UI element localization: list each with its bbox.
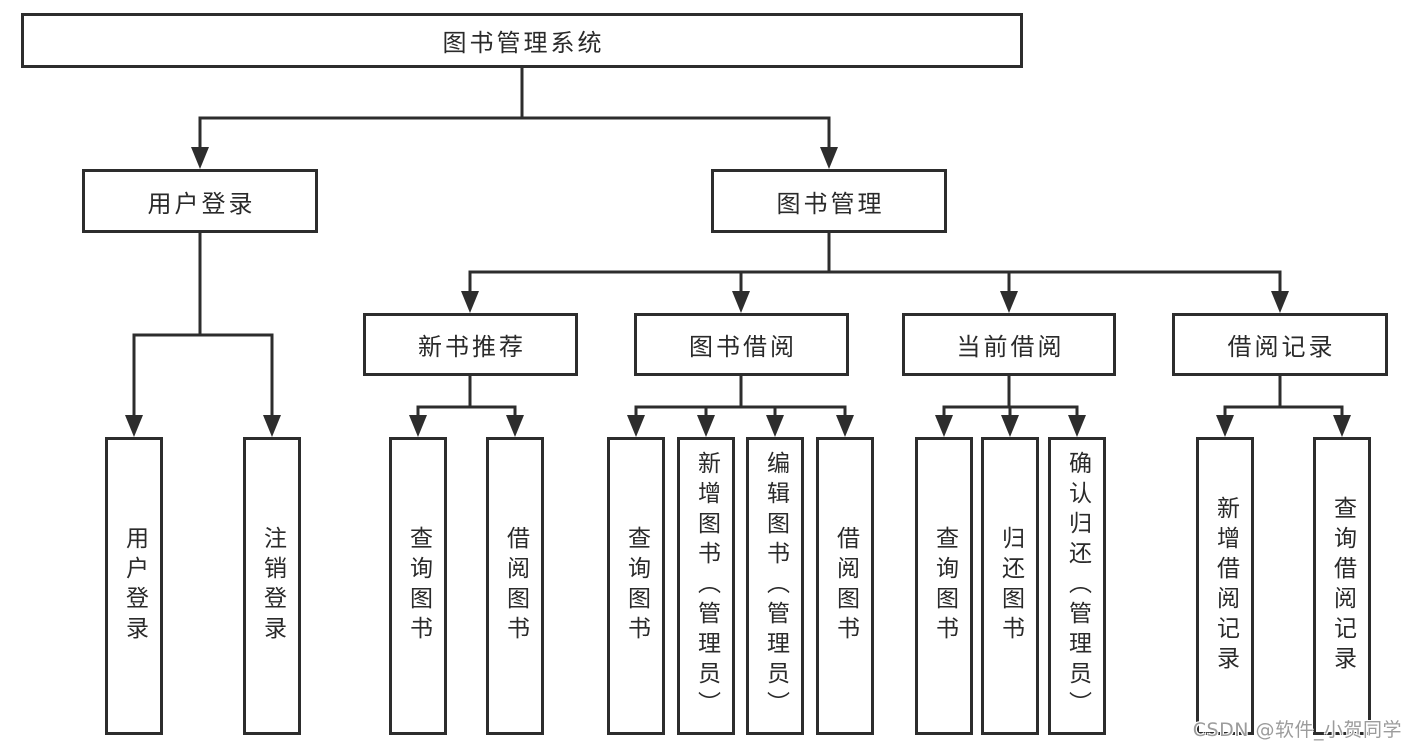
leaf-user-login: 用户登录 [105, 437, 163, 735]
node-root-library-system: 图书管理系统 [21, 13, 1023, 68]
leaf-query-book-recommend: 查询图书 [389, 437, 447, 735]
leaf-borrow-book: 借阅图书 [816, 437, 874, 735]
leaf-query-borrow-record: 查询借阅记录 [1313, 437, 1371, 735]
leaf-query-book-borrow: 查询图书 [607, 437, 665, 735]
node-book-management: 图书管理 [711, 169, 947, 233]
leaf-edit-book-admin: 编辑图书（管理员） [746, 437, 804, 735]
leaf-confirm-return-admin: 确认归还（管理员） [1048, 437, 1106, 735]
node-current-borrow: 当前借阅 [902, 313, 1116, 376]
leaf-logout: 注销登录 [243, 437, 301, 735]
node-user-login: 用户登录 [82, 169, 318, 233]
leaf-add-borrow-record: 新增借阅记录 [1196, 437, 1254, 735]
leaf-borrow-book-recommend: 借阅图书 [486, 437, 544, 735]
node-new-book-recommend: 新书推荐 [363, 313, 578, 376]
csdn-watermark: CSDN @软件_小贺同学 [1192, 719, 1402, 741]
leaf-add-book-admin: 新增图书（管理员） [677, 437, 735, 735]
leaf-query-book-current: 查询图书 [915, 437, 973, 735]
node-borrow-record: 借阅记录 [1172, 313, 1388, 376]
leaf-return-book: 归还图书 [981, 437, 1039, 735]
node-book-borrow: 图书借阅 [634, 313, 849, 376]
